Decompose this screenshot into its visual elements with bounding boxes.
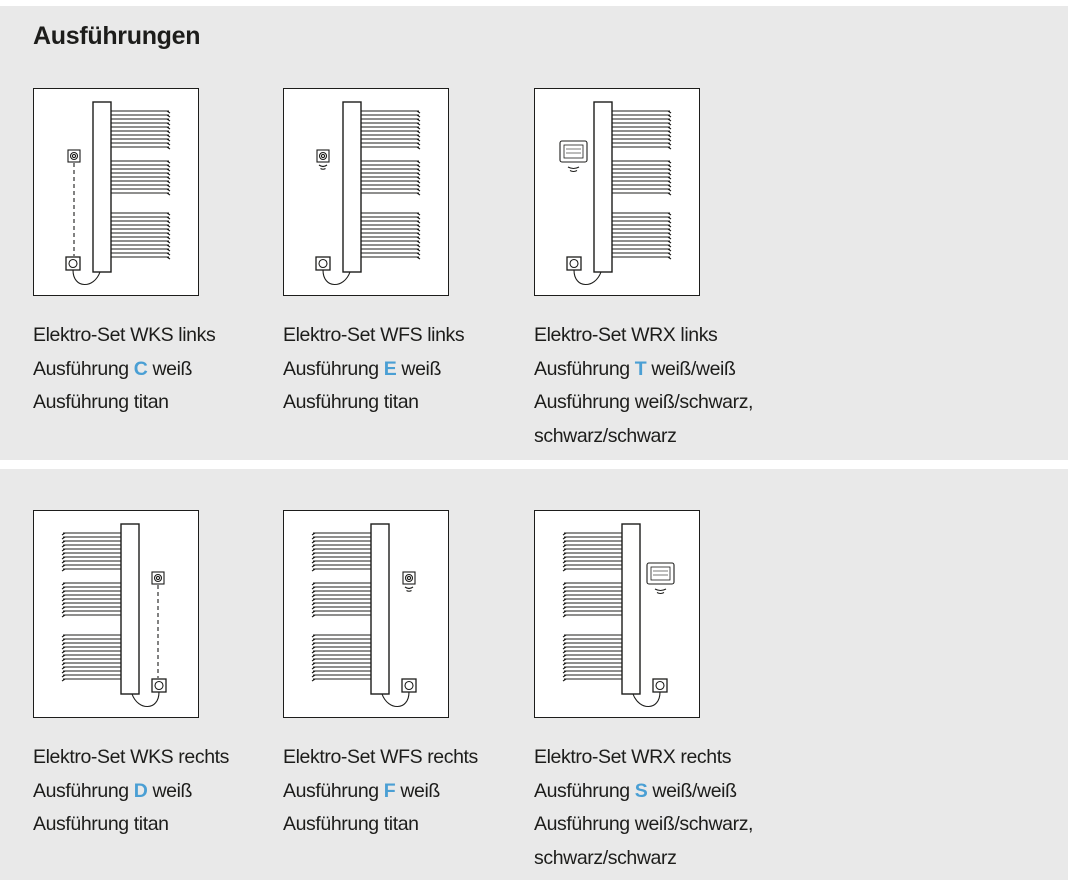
variant-alt-finish: Ausführung weiß/schwarz, xyxy=(534,813,754,835)
radiator-wfs-left-icon xyxy=(283,88,449,296)
variant-caption: Elektro-Set WRX rechts Ausführung S weiß… xyxy=(534,741,774,875)
radiator-wks-left-icon xyxy=(33,88,199,296)
variant-code: S xyxy=(634,779,648,802)
variant-title: Elektro-Set WKS links xyxy=(33,324,216,346)
variant-caption: Elektro-Set WFS rechts Ausführung F weiß… xyxy=(283,741,523,842)
variant-code: E xyxy=(383,357,397,380)
variant-finish-line: Ausführung T weiß/weiß xyxy=(534,357,736,380)
variant-title: Elektro-Set WRX rechts xyxy=(534,746,732,768)
radiator-wks-right-icon xyxy=(33,510,199,718)
variant-code: D xyxy=(133,779,148,802)
variant-card: Elektro-Set WRX rechts Ausführung S weiß… xyxy=(534,510,774,875)
variant-title: Elektro-Set WRX links xyxy=(534,324,718,346)
section-heading: Ausführungen xyxy=(33,22,201,50)
variant-caption: Elektro-Set WKS rechts Ausführung D weiß… xyxy=(33,741,273,842)
radiator-wrx-left-icon xyxy=(534,88,700,296)
variant-card: Elektro-Set WKS links Ausführung C weiß … xyxy=(33,88,273,420)
variant-title: Elektro-Set WFS links xyxy=(283,324,465,346)
variant-alt-finish: Ausführung titan xyxy=(283,391,419,413)
variant-card: Elektro-Set WFS rechts Ausführung F weiß… xyxy=(283,510,523,842)
variant-finish-line: Ausführung C weiß xyxy=(33,357,193,380)
variant-card: Elektro-Set WKS rechts Ausführung D weiß… xyxy=(33,510,273,842)
variant-title: Elektro-Set WFS rechts xyxy=(283,746,478,768)
variant-code: C xyxy=(133,357,148,380)
radiator-wrx-right-icon xyxy=(534,510,700,718)
variant-finish-line: Ausführung D weiß xyxy=(33,779,193,802)
variant-caption: Elektro-Set WRX links Ausführung T weiß/… xyxy=(534,319,774,453)
variant-finish-line: Ausführung S weiß/weiß xyxy=(534,779,737,802)
variant-alt-finish: Ausführung titan xyxy=(283,813,419,835)
variant-alt-finish: Ausführung weiß/schwarz, xyxy=(534,391,754,413)
variant-alt-finish-2: schwarz/schwarz xyxy=(534,424,677,447)
radiator-wfs-right-icon xyxy=(283,510,449,718)
variant-alt-finish-2: schwarz/schwarz xyxy=(534,846,677,869)
variant-finish-line: Ausführung F weiß xyxy=(283,779,440,802)
variant-code: F xyxy=(383,779,396,802)
variant-card: Elektro-Set WRX links Ausführung T weiß/… xyxy=(534,88,774,453)
variant-card: Elektro-Set WFS links Ausführung E weiß … xyxy=(283,88,523,420)
variant-finish-line: Ausführung E weiß xyxy=(283,357,441,380)
variant-alt-finish: Ausführung titan xyxy=(33,391,169,413)
variant-code: T xyxy=(634,357,647,380)
variant-title: Elektro-Set WKS rechts xyxy=(33,746,230,768)
variant-caption: Elektro-Set WKS links Ausführung C weiß … xyxy=(33,319,273,420)
variant-caption: Elektro-Set WFS links Ausführung E weiß … xyxy=(283,319,523,420)
variant-alt-finish: Ausführung titan xyxy=(33,813,169,835)
